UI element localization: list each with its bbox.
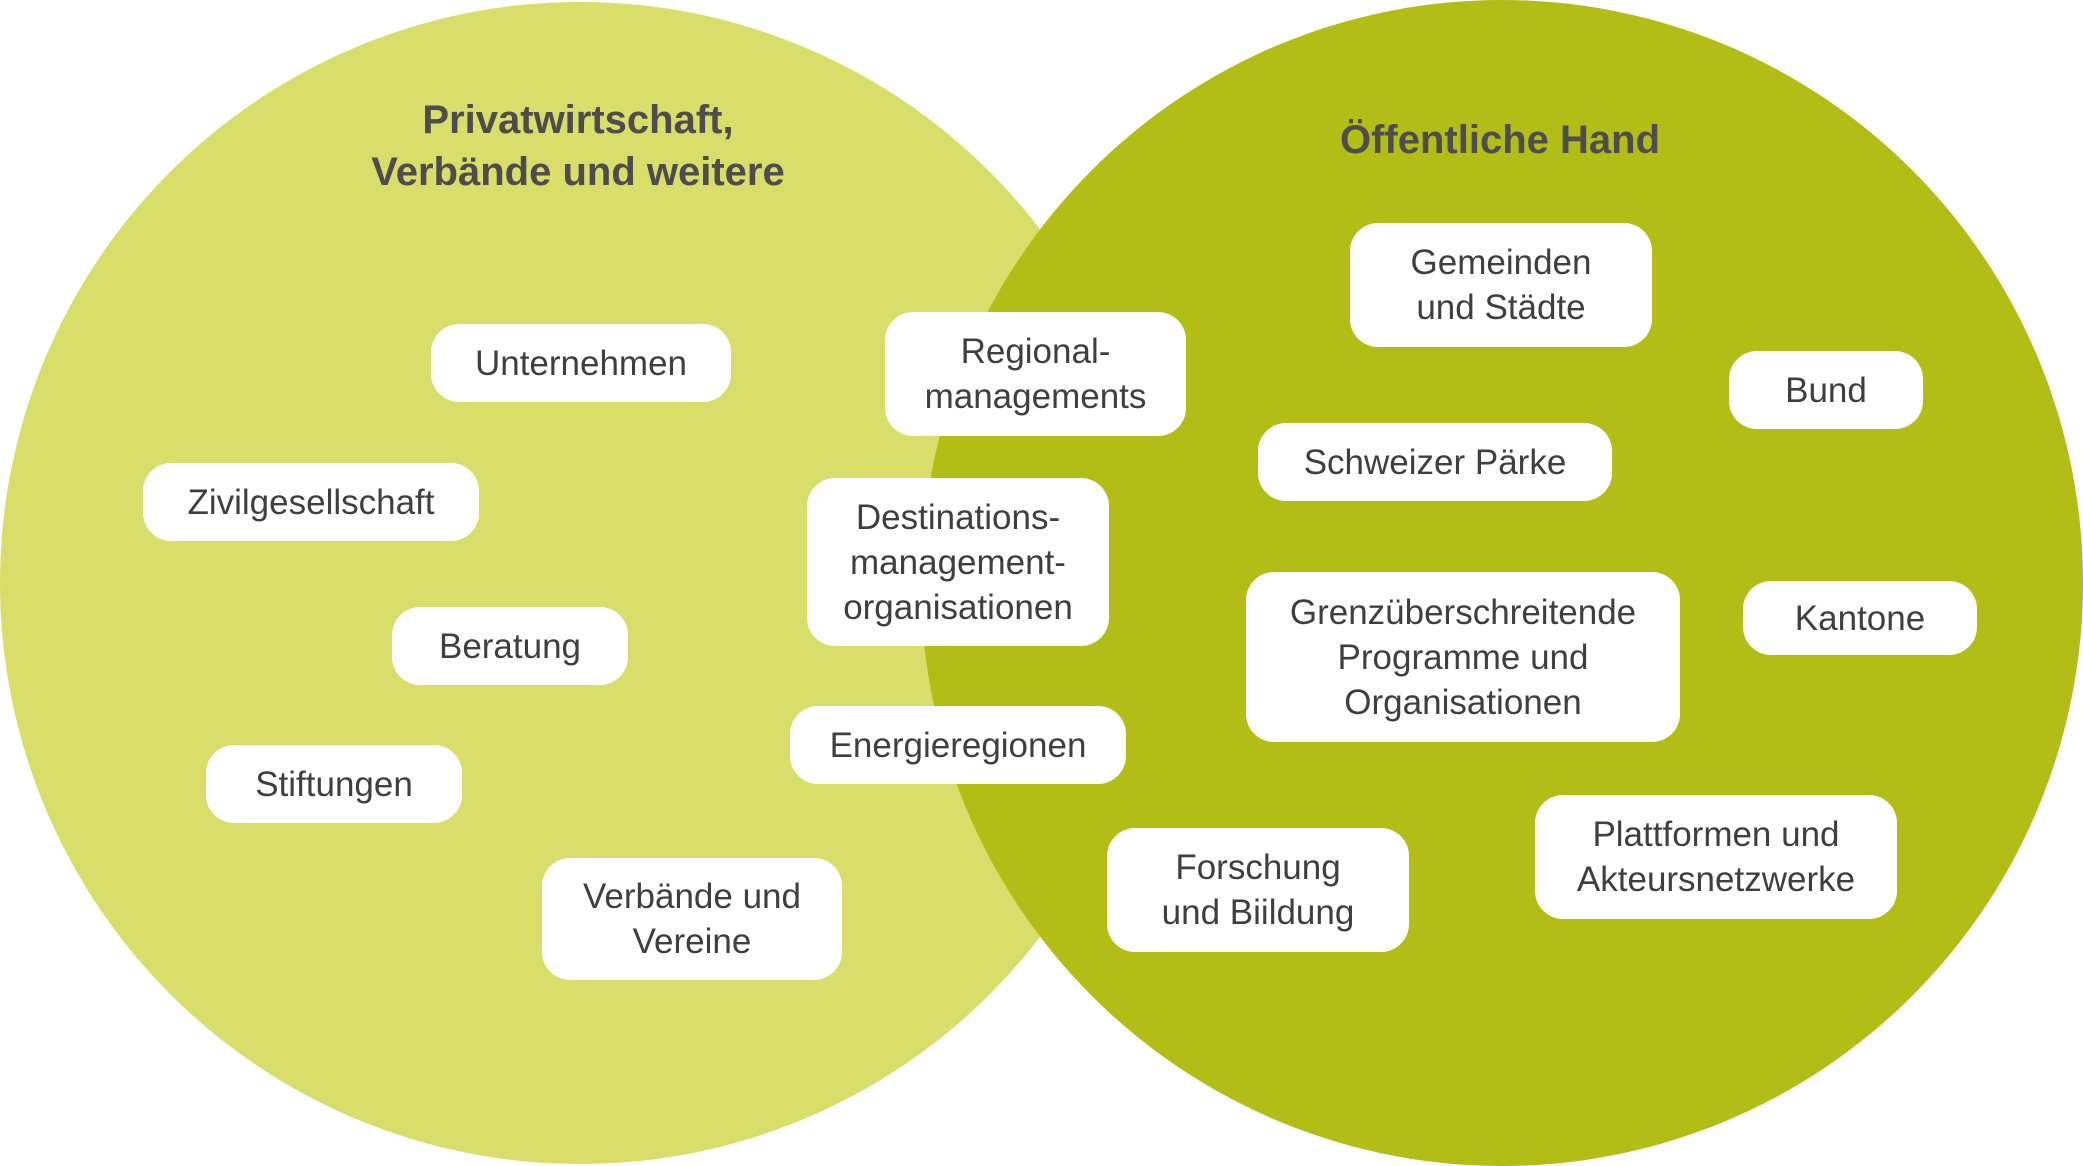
box-regionalmanagements: Regional- managements <box>885 312 1186 436</box>
box-verbaende: Verbände und Vereine <box>542 858 842 980</box>
box-plattformen: Plattformen und Akteursnetzwerke <box>1535 795 1897 919</box>
box-zivilgesellschaft: Zivilgesellschaft <box>143 463 479 541</box>
left-title: Privatwirtschaft, Verbände und weitere <box>371 98 785 194</box>
box-stiftungen: Stiftungen <box>206 745 462 823</box>
box-destinationsmanagement: Destinations- management- organisationen <box>807 478 1109 646</box>
box-unternehmen: Unternehmen <box>431 324 731 402</box>
box-kantone: Kantone <box>1743 581 1977 655</box>
box-beratung: Beratung <box>392 607 628 685</box>
box-gemeinden: Gemeinden und Städte <box>1350 223 1652 347</box>
box-forschung: Forschung und Biildung <box>1107 828 1409 952</box>
box-bund: Bund <box>1729 351 1923 429</box>
box-schweizer-paerke: Schweizer Pärke <box>1258 423 1612 501</box>
box-energieregionen: Energieregionen <box>790 706 1126 784</box>
box-grenzueberschreitende: Grenzüberschreitende Programme und Organ… <box>1246 572 1680 742</box>
right-title: Öffentliche Hand <box>1339 118 1661 162</box>
